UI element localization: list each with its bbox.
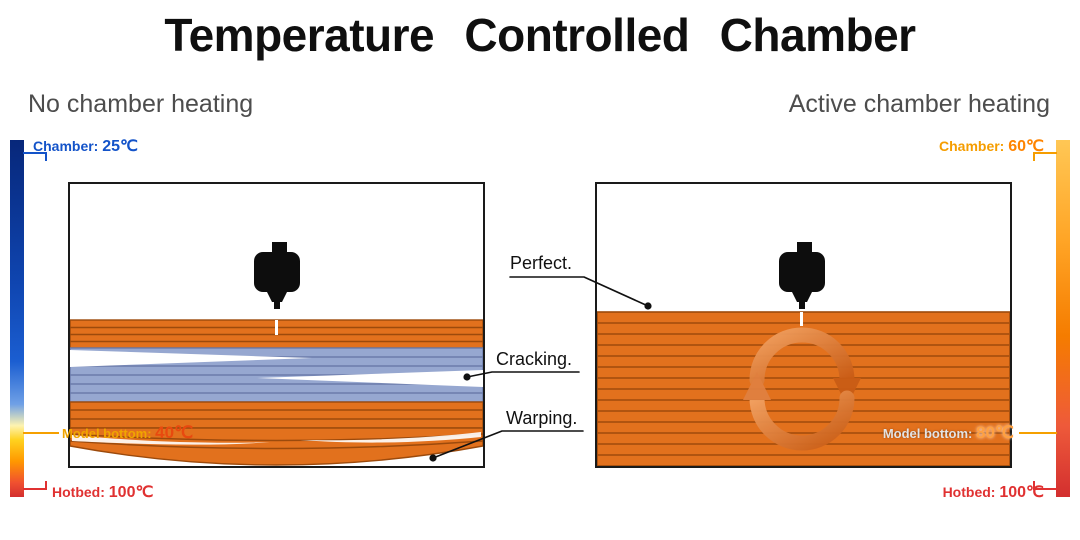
chamber-temp-value: 60℃: [1008, 138, 1044, 155]
right-diagram-canvas: [597, 242, 1010, 466]
chamber-temp-caption: Chamber:: [33, 138, 103, 154]
callout-perfect: Perfect.: [510, 253, 573, 273]
hotbed-temp-value: 100℃: [108, 484, 154, 501]
chamber-temp-caption: Chamber:: [939, 138, 1009, 154]
temperature-gradient-bar-left: [10, 140, 24, 497]
right-panel-subtitle: Active chamber heating: [788, 90, 1050, 118]
hotbed-temp-value: 100℃: [999, 484, 1044, 501]
print-head-icon: [254, 242, 300, 309]
hotbed-temp-caption: Hotbed:: [52, 484, 109, 500]
model-bottom-value: 40℃: [155, 423, 194, 442]
model-bottom-temp-label-left: Model bottom: 40℃: [62, 423, 193, 443]
page-title: Temperature Controlled Chamber: [164, 9, 916, 61]
model-bottom-caption: Model bottom:: [62, 426, 156, 441]
left-panel-subtitle: No chamber heating: [28, 90, 254, 118]
callout-warping: Warping.: [506, 408, 578, 428]
hotbed-left-bracket-line: [23, 481, 47, 490]
right-print-chamber-diagram: [595, 182, 1012, 468]
chamber-temp-label-right: Chamber: 60℃: [939, 136, 1044, 156]
hotbed-temp-label-left: Hotbed: 100℃: [52, 482, 153, 502]
callout-cracking: Cracking.: [496, 349, 573, 369]
crack-gap-right: [257, 370, 483, 387]
temperature-gradient-bar-right: [1056, 140, 1070, 497]
nozzle-deposit-gap: [800, 312, 803, 326]
crack-gap-left: [70, 350, 312, 367]
nozzle-deposit-gap: [275, 320, 278, 335]
model-bottom-caption: Model bottom:: [882, 426, 976, 441]
hotbed-temp-caption: Hotbed:: [942, 484, 1000, 500]
chamber-temp-label-left: Chamber: 25℃: [33, 136, 138, 156]
chamber-temp-value: 25℃: [102, 138, 138, 155]
hotbed-temp-label-right: Hotbed: 100℃: [943, 482, 1044, 502]
convection-arrows-icon: [743, 327, 861, 451]
printed-layers-left: [70, 319, 483, 466]
model-bottom-temp-label-right: Model bottom: 80℃: [883, 423, 1014, 443]
print-head-icon: [779, 242, 825, 309]
model-bottom-value: 80℃: [975, 423, 1014, 442]
